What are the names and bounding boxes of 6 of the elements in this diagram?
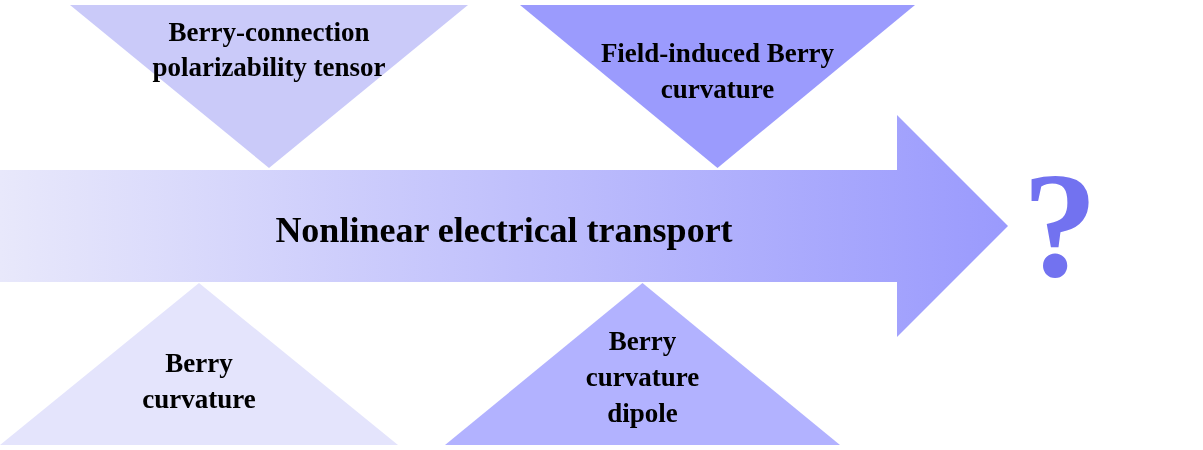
node-label: Berry curvature dipole bbox=[584, 325, 701, 430]
node-label: Field-induced Berry curvature bbox=[599, 37, 836, 106]
question-mark: ? bbox=[1021, 150, 1099, 300]
node-label: Nonlinear electrical transport bbox=[274, 210, 734, 250]
node-label: Berry-connection polarizability tensor bbox=[151, 16, 387, 84]
node-label: Berry curvature bbox=[141, 347, 257, 416]
